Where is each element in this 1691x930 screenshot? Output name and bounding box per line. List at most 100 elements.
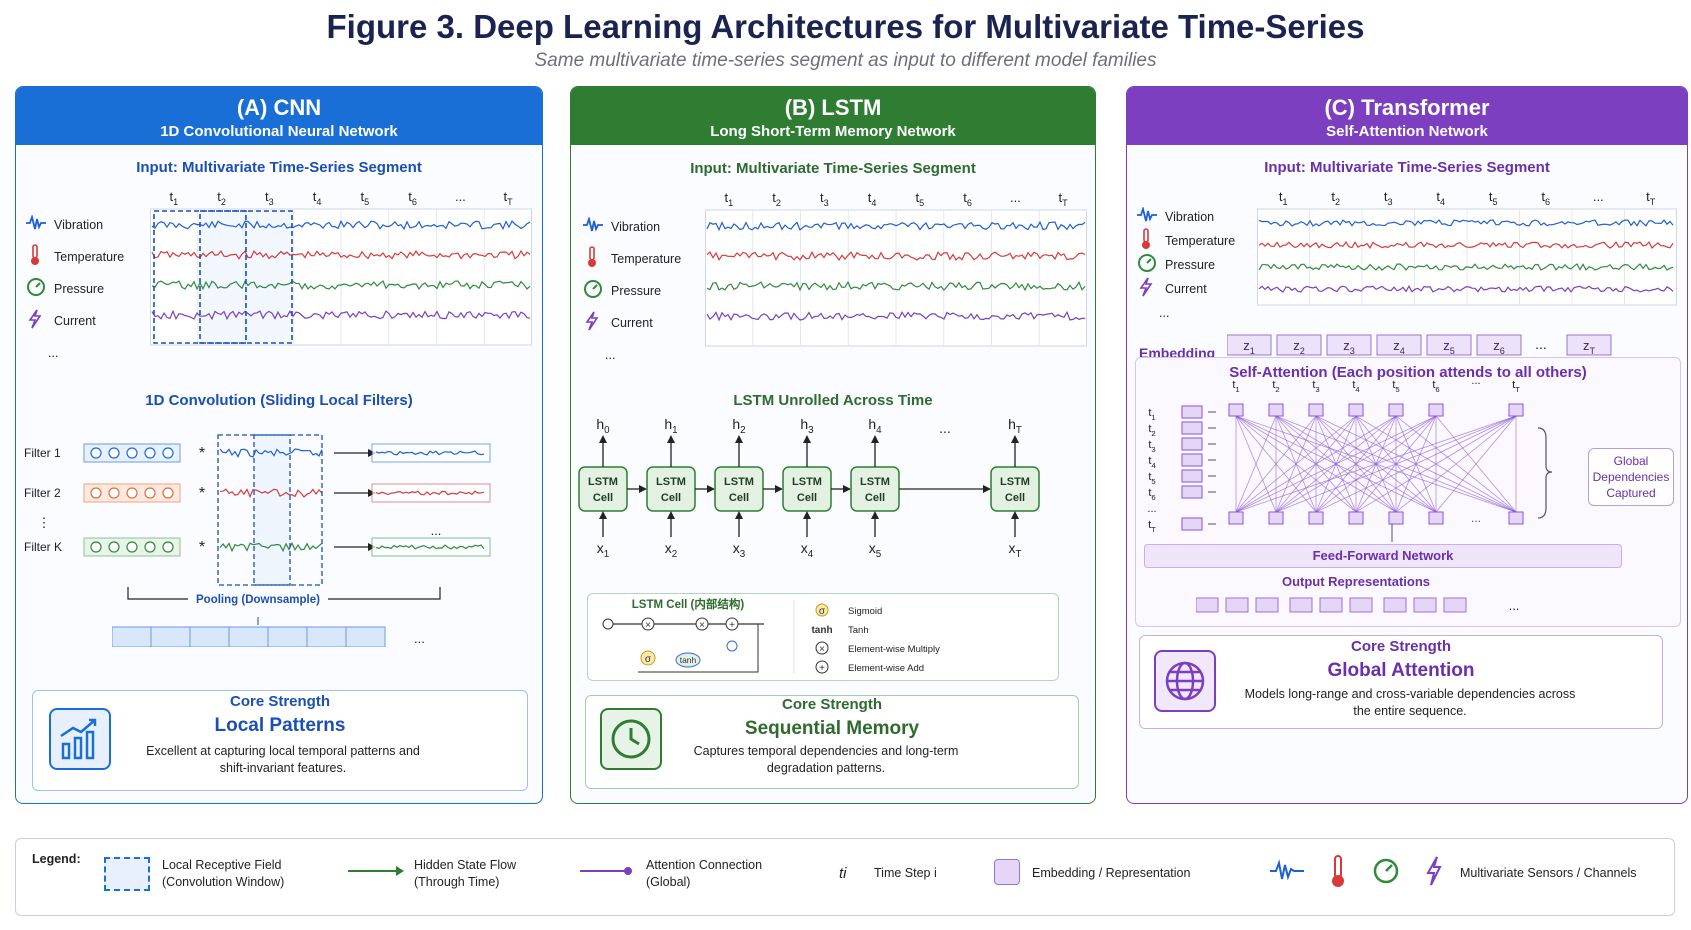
- attention-left-label: t1: [1148, 407, 1155, 422]
- output-token: [1319, 597, 1343, 613]
- lstm-cell: [850, 466, 900, 512]
- key-token: [1308, 511, 1324, 525]
- embedding-token: [1566, 334, 1612, 356]
- lstm-cell-label: Cell: [661, 492, 681, 504]
- cnn-core-text: Excellent at capturing local temporal pa…: [146, 744, 420, 775]
- sensor-label: Pressure: [1165, 258, 1216, 272]
- input-arrowhead: [599, 511, 607, 519]
- input-arrowhead: [871, 511, 879, 519]
- sensor-row: Current: [1137, 277, 1235, 301]
- attention-top-label: t2: [1272, 379, 1279, 394]
- figure-title: Figure 3. Deep Learning Architectures fo…: [326, 8, 1365, 45]
- lstm-panel: (B) LSTM Long Short-Term Memory Network …: [570, 86, 1096, 804]
- op-symbol: +: [729, 620, 735, 631]
- lstm-core-strength: Core Strength Sequential Memory Captures…: [585, 695, 1079, 789]
- attention-top-label: ...: [1471, 375, 1480, 387]
- output-token: [1225, 597, 1249, 613]
- pooled-feature-bar: ...: [112, 617, 425, 647]
- convolution-star: *: [199, 485, 205, 502]
- sensor-label: Vibration: [611, 220, 661, 234]
- time-step-label: t4: [313, 189, 322, 207]
- embedding-token: [1276, 334, 1322, 356]
- embedding-ellipsis: ...: [1535, 336, 1547, 352]
- attention-connection: [1235, 415, 1397, 513]
- input-arrowhead: [667, 511, 675, 519]
- hidden-flow-arrowhead: [983, 485, 991, 493]
- attention-left-label: t5: [1148, 471, 1155, 486]
- sensor-row: Pressure: [26, 273, 124, 305]
- multiply-op-icon: [695, 617, 709, 631]
- lstm-cell-label: Cell: [1005, 492, 1025, 504]
- sensor-row: ...: [583, 339, 681, 371]
- waveform-icon: [1270, 859, 1304, 881]
- kernel-weight: [162, 487, 174, 499]
- sensor-row: Temperature: [583, 243, 681, 275]
- add-op-icon: [725, 617, 739, 631]
- query-token: [1268, 403, 1284, 417]
- multiply-icon: [815, 641, 829, 655]
- transformer-core-text: Models long-range and cross-variable dep…: [1244, 687, 1576, 718]
- kernel-weight: [162, 541, 174, 553]
- embedding-token: [1476, 334, 1522, 356]
- hidden-ellipsis: ...: [939, 420, 951, 436]
- featuremap-ellipsis: ...: [431, 523, 442, 538]
- pooling-label: Pooling (Downsample): [196, 594, 320, 606]
- hidden-state-label: h4: [868, 416, 882, 436]
- pooling-bracket: [127, 587, 188, 600]
- cnn-convolution-diagram: Filter 1*Filter 2*Filter K*⋮...Pooling (…: [24, 434, 491, 606]
- kernel-weight: [126, 541, 138, 553]
- input-label: x2: [665, 540, 677, 560]
- cnn-core-strength: Core Strength Local Patterns Excellent a…: [32, 690, 528, 791]
- attention-connection: [1395, 415, 1517, 513]
- kernel-weight: [162, 447, 174, 459]
- attention-connection: [1435, 415, 1517, 513]
- sensor-label: ...: [1159, 306, 1170, 320]
- output-arrowhead: [871, 435, 879, 443]
- embedding-token-label: z4: [1393, 338, 1405, 356]
- waveform-icon: [1137, 205, 1157, 228]
- tanh-gate-icon: [675, 652, 701, 668]
- kernel-weight: [144, 541, 156, 553]
- sensor-label: Current: [54, 314, 96, 328]
- gate-symbol: σ: [645, 654, 652, 665]
- transformer-header: (C) Transformer Self-Attention Network: [1127, 87, 1687, 145]
- legend: Legend: Local Receptive Field (Convoluti…: [15, 838, 1675, 916]
- kernel-weight: [144, 487, 156, 499]
- attention-connection-icon: [580, 867, 632, 875]
- filter-label: Filter 1: [24, 446, 61, 460]
- multiply-op-icon: [641, 617, 655, 631]
- hidden-flow-arrowhead: [843, 485, 851, 493]
- legend-op-symbol: σ: [819, 606, 826, 617]
- key-token: [1388, 511, 1404, 525]
- lstm-cell: [714, 466, 764, 512]
- legend-title: Legend:: [32, 852, 81, 866]
- time-step-label: t1: [170, 189, 179, 207]
- lstm-cell: [990, 466, 1040, 512]
- transformer-subtitle: Self-Attention Network: [1326, 123, 1488, 140]
- sensor-row: Vibration: [1137, 205, 1235, 229]
- lstm-core-text: Captures temporal dependencies and long-…: [693, 744, 959, 775]
- attention-top-label: t1: [1232, 379, 1239, 394]
- sensor-label: ...: [605, 348, 616, 362]
- pooled-cell: [112, 626, 152, 647]
- attention-top-label: t3: [1312, 379, 1319, 394]
- time-step-label: t6: [408, 189, 417, 207]
- embedding-token-label: z5: [1443, 338, 1455, 356]
- sensor-row: Current: [583, 307, 681, 339]
- kernel-weight: [108, 487, 120, 499]
- time-step-label: t5: [361, 189, 370, 207]
- input-label: x5: [869, 540, 882, 560]
- legend-ti-symbol: ti: [839, 865, 847, 882]
- attention-title: Self-Attention (Each position attends to…: [1229, 364, 1587, 381]
- attention-connection: [1315, 415, 1517, 513]
- lstm-cell-label: Cell: [865, 492, 885, 504]
- kernel-weight: [126, 487, 138, 499]
- transformer-input-title: Input: Multivariate Time-Series Segment: [1264, 159, 1550, 176]
- sensor-row: Pressure: [583, 275, 681, 307]
- legend-hidden-flow: Hidden State Flow (Through Time): [414, 858, 517, 889]
- sensor-row: ...: [1137, 301, 1235, 325]
- transformer-core-heading: Core Strength: [1350, 638, 1451, 655]
